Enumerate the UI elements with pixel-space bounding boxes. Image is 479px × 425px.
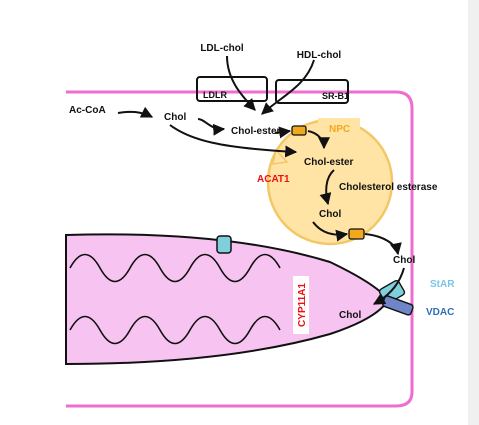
chol-ester-lysosome-label: Chol-ester — [304, 157, 354, 168]
chol-outer-label: Chol — [393, 255, 415, 266]
arrow-hdl-to-ester — [261, 59, 315, 115]
srb1-label: SR-B1 — [322, 91, 349, 101]
cell-membrane — [66, 90, 414, 408]
acetyl-coa-label: Ac-CoA — [69, 105, 106, 116]
mitochondrial-cristae-upper — [69, 253, 281, 283]
arrow-chol-to-transporter — [312, 221, 349, 242]
chol-mito-label: Chol — [339, 310, 361, 321]
arrow-acoa-to-chol — [117, 106, 154, 118]
cyp11a1-label: CYP11A1 — [297, 283, 308, 327]
arrow-chol-into-mito — [372, 267, 405, 305]
acat1-triangle — [272, 148, 289, 165]
hdl-chol-label: HDL-chol — [297, 50, 342, 61]
chol-lysosome-label: Chol — [319, 209, 341, 220]
chol-ester-cytosol-label: Chol-ester — [231, 126, 281, 137]
mitochondrial-channel — [216, 235, 232, 254]
arrow-npc-to-ester — [307, 130, 330, 150]
npc-transporter — [291, 125, 307, 136]
acat1-label: ACAT1 — [257, 174, 290, 185]
mitochondrial-cristae-lower — [69, 315, 281, 345]
chol-cytosol-label: Chol — [164, 112, 186, 123]
ldl-chol-label: LDL-chol — [200, 43, 244, 54]
arrow-chol-into-lysosome — [169, 124, 298, 158]
star-label: StAR — [430, 279, 455, 290]
arrow-transporter-to-chol — [364, 233, 402, 256]
npc-label: NPC — [329, 124, 350, 135]
npc-box — [318, 118, 360, 138]
mitochondrion — [65, 233, 390, 366]
srb1-box — [275, 79, 349, 104]
arrow-ldl-to-ester — [226, 55, 256, 111]
vdac-label: VDAC — [426, 307, 454, 318]
ldlr-label: LDLR — [203, 90, 227, 100]
cyp11a1-box — [293, 276, 309, 334]
right-panel-strip — [468, 0, 479, 425]
arrow-chol-to-ester — [197, 118, 226, 136]
arrow-ester-to-npc — [274, 126, 292, 139]
cholesterol-esterase-label: Cholesterol esterase — [339, 182, 438, 193]
lysosome-exit-transporter — [348, 228, 365, 240]
arrow-ester-to-chol — [319, 169, 335, 206]
